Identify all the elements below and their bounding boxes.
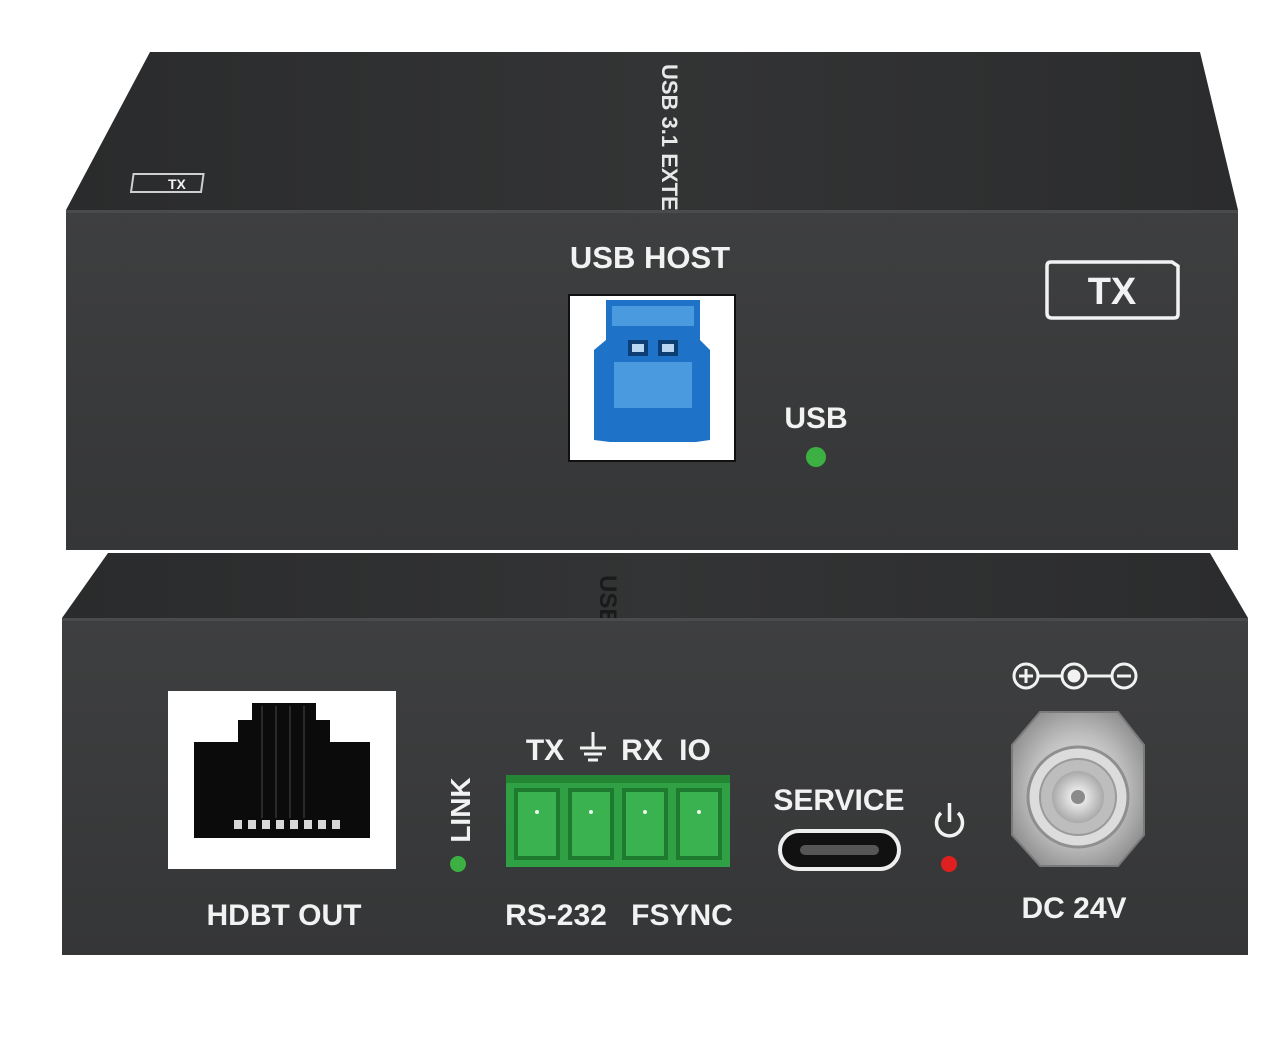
usb-led	[806, 447, 826, 467]
top-unit: TX USB 3.1 EXTENDER 100M USB HOST USB TX	[66, 52, 1238, 550]
polarity-icon	[1012, 662, 1138, 690]
link-label: LINK	[445, 777, 476, 842]
ground-icon	[580, 732, 606, 762]
hdbt-out-label: HDBT OUT	[207, 899, 362, 932]
tx-badge-text: TX	[1088, 271, 1137, 313]
lid-logo-icon: TX	[129, 173, 205, 193]
usb-led-label: USB	[784, 402, 847, 435]
dc-power-jack[interactable]	[1011, 711, 1145, 867]
usb-host-label: USB HOST	[570, 240, 730, 275]
power-led	[941, 856, 957, 872]
bottom-unit-lid	[62, 553, 1248, 618]
dc-24v-label: DC 24V	[1021, 892, 1126, 925]
rs232-label: RS-232	[505, 899, 607, 932]
usb-c-service-port[interactable]	[778, 829, 901, 871]
top-unit-lid	[66, 52, 1238, 210]
rj45-port[interactable]	[168, 691, 396, 869]
rj45-socket	[194, 703, 370, 838]
service-label: SERVICE	[773, 784, 904, 817]
bottom-unit: USB HDBT OUT	[62, 553, 1248, 955]
rj45-contacts	[234, 820, 340, 829]
fsync-label: FSYNC	[631, 899, 733, 932]
terminal-tx-label: TX	[526, 734, 564, 767]
power-icon	[934, 803, 965, 838]
terminal-rx-label: RX	[621, 734, 663, 767]
link-led	[450, 856, 466, 872]
bottom-lid-text: USB	[594, 575, 621, 626]
terminal-block[interactable]	[506, 775, 730, 867]
svg-text:TX: TX	[168, 176, 187, 192]
usb-b-host-port[interactable]	[568, 294, 736, 462]
tx-badge: TX	[1045, 260, 1180, 320]
terminal-io-label: IO	[679, 734, 711, 767]
